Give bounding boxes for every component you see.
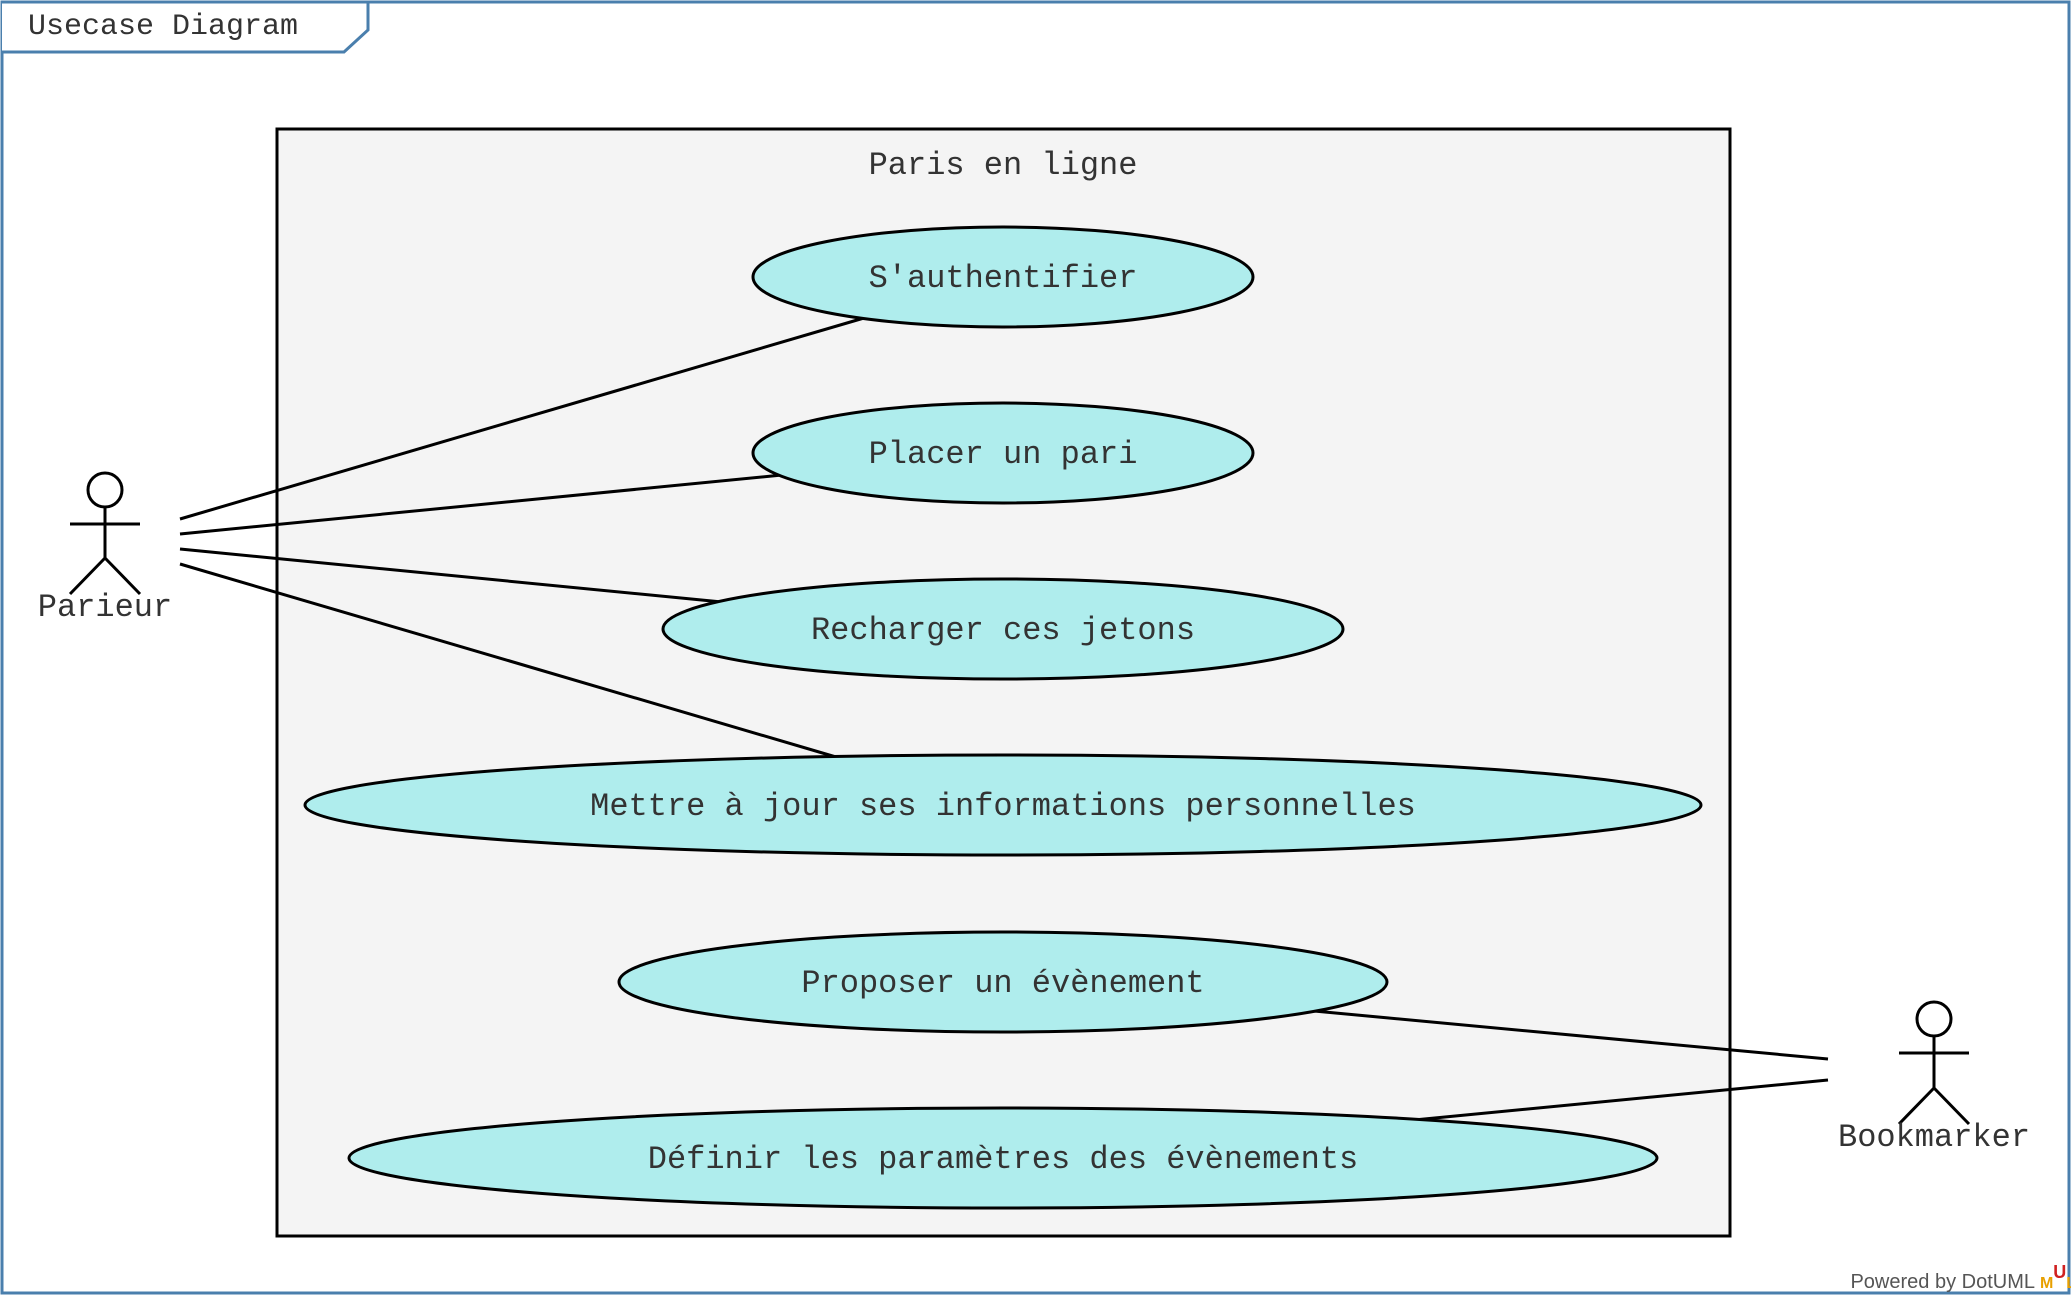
use-case-ellipse <box>303 753 1703 857</box>
use-case-auth[interactable]: S'authentifier <box>751 225 1255 329</box>
use-case-infos[interactable]: Mettre à jour ses informations personnel… <box>303 753 1703 857</box>
use-case-ellipse <box>347 1106 1659 1210</box>
association-parieur-pari <box>179 473 783 536</box>
use-case-label: Mettre à jour ses informations personnel… <box>590 788 1416 825</box>
use-case-pari[interactable]: Placer un pari <box>751 401 1255 505</box>
stick-figure-icon <box>1897 1000 1971 1126</box>
system-title: Paris en ligne <box>869 147 1138 184</box>
association-parieur-infos <box>179 562 837 759</box>
use-case-proposer[interactable]: Proposer un évènement <box>617 930 1389 1034</box>
use-case-label: Définir les paramètres des évènements <box>648 1141 1359 1178</box>
use-case-definir[interactable]: Définir les paramètres des évènements <box>347 1106 1659 1210</box>
use-case-label: Recharger ces jetons <box>811 612 1195 649</box>
association-parieur-jetons <box>179 547 723 604</box>
use-case-label: Proposer un évènement <box>801 965 1204 1002</box>
association-bookmarker-proposer <box>1313 1009 1829 1061</box>
use-case-ellipse <box>617 930 1389 1034</box>
use-case-ellipse <box>661 577 1345 681</box>
use-case-ellipse <box>751 401 1255 505</box>
actor-label: Parieur <box>38 589 172 626</box>
association-parieur-auth <box>179 316 865 521</box>
association-bookmarker-definir <box>1413 1078 1829 1122</box>
actor-label: Bookmarker <box>1838 1119 2030 1156</box>
use-case-label: Placer un pari <box>869 436 1138 473</box>
dotuml-logo: MUL <box>2040 1262 2071 1292</box>
stick-figure-icon <box>68 471 142 596</box>
powered-by-text: Powered by DotUML <box>1850 1271 2035 1293</box>
actor-bookmarker[interactable]: Bookmarker <box>1838 1000 2030 1156</box>
frame-title-tab <box>2 0 370 54</box>
use-case-ellipse <box>751 225 1255 329</box>
frame-title: Usecase Diagram <box>28 10 298 44</box>
use-case-label: S'authentifier <box>869 260 1138 297</box>
associations <box>179 316 1829 1122</box>
use-case-jetons[interactable]: Recharger ces jetons <box>661 577 1345 681</box>
actor-parieur[interactable]: Parieur <box>38 471 172 626</box>
